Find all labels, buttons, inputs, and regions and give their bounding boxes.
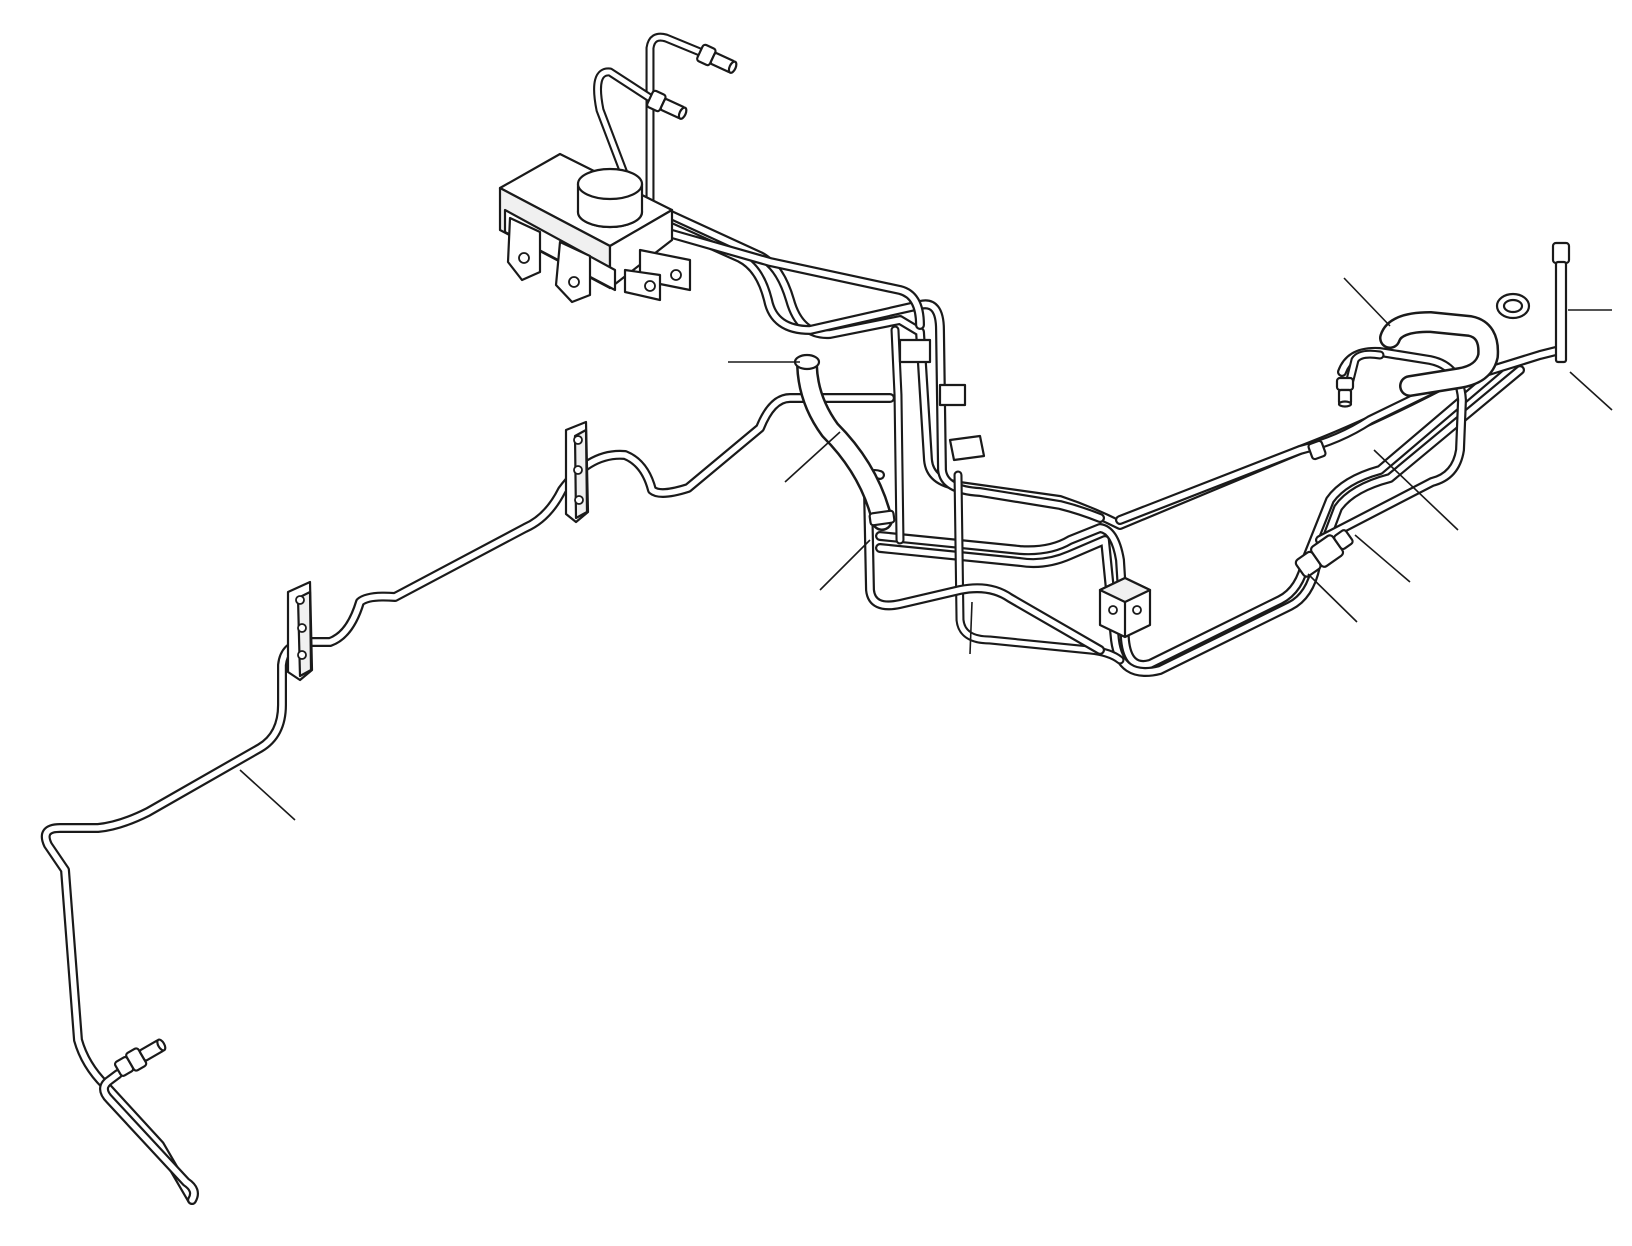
- mounting-clip: [898, 338, 986, 462]
- pipe-connector: [1294, 529, 1354, 578]
- hose: [1379, 311, 1500, 397]
- leader-line: [239, 769, 296, 821]
- leader-line: [1354, 534, 1411, 583]
- pipe-connector: [1335, 376, 1355, 408]
- reservoir-cap: [576, 167, 644, 229]
- junction-block: [1098, 576, 1152, 639]
- leader-line: [1343, 277, 1391, 327]
- leader-line: [1307, 573, 1358, 623]
- leader-line: [1373, 449, 1459, 531]
- leader-line: [1569, 371, 1613, 411]
- mounting-clip: [1307, 439, 1327, 461]
- mounting-clip: [564, 420, 590, 524]
- rear-pipe-end-loop: [99, 1069, 199, 1205]
- hose: [793, 353, 896, 531]
- callout-leaders: [239, 277, 1613, 821]
- pipe-connector: [1495, 241, 1571, 364]
- pipe-connector: [113, 1038, 167, 1077]
- leader-line: [819, 539, 871, 591]
- leader-line: [969, 601, 973, 655]
- pipe-connector: [696, 43, 738, 74]
- right-front-pipe: [1345, 349, 1385, 385]
- top-left-pipes: [593, 32, 705, 225]
- rear-brake-pipe: [40, 393, 895, 1205]
- leader-line: [784, 431, 841, 483]
- pipe-connector: [646, 89, 688, 120]
- mounting-clip: [286, 580, 314, 682]
